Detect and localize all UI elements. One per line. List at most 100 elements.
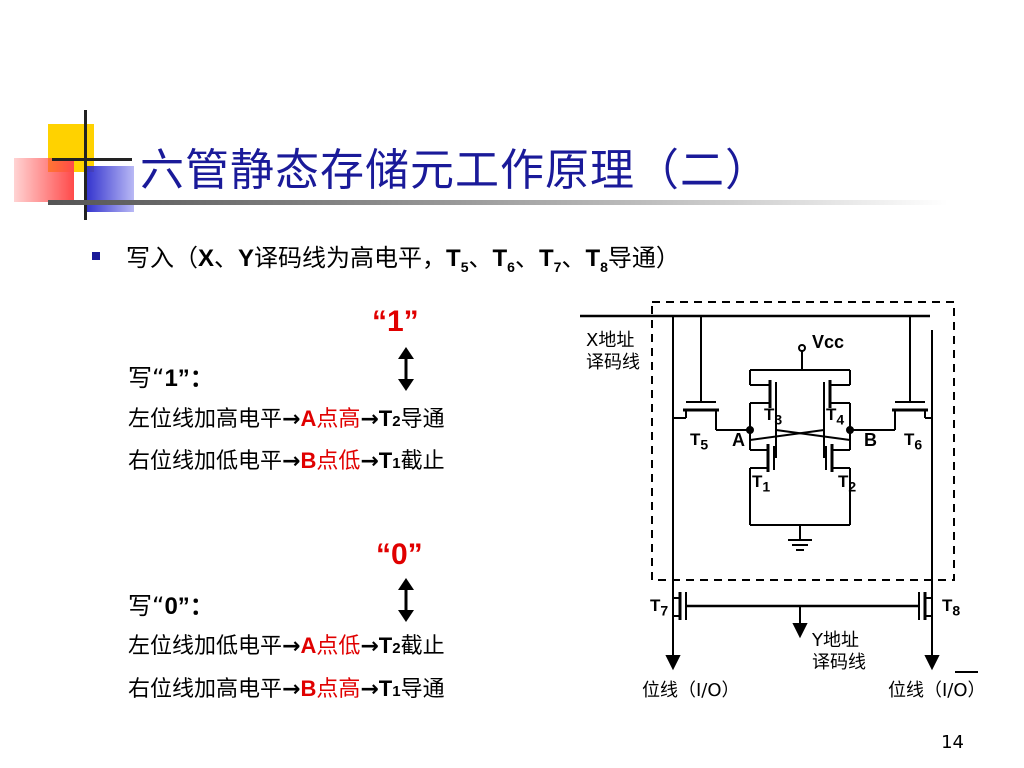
right-arrow-icon: →: [360, 407, 379, 432]
node-b-label: B: [864, 430, 877, 450]
title-decoration: [0, 100, 140, 230]
node-state: 点低: [316, 449, 361, 474]
x-decode-line1: X地址: [586, 330, 635, 351]
write0-double-arrow-icon: [398, 578, 414, 622]
bullet-t6: T: [492, 245, 508, 272]
right-arrow-icon: →: [360, 449, 379, 474]
transistor-result: 导通: [400, 677, 445, 702]
line-prefix: 右位线加高电平: [128, 677, 283, 702]
write1-line2: 右位线加低电平→B点低→T1截止: [128, 443, 445, 475]
bullet-sep: 、: [214, 244, 239, 272]
t5-label: T5: [690, 430, 708, 452]
transistor-label: T: [378, 633, 393, 658]
bullet-text-mid: 译码线为高电平，: [254, 244, 447, 272]
write1-line1: 左位线加高电平→A点高→T2导通: [128, 401, 445, 433]
deco-blue-square: [84, 166, 134, 212]
bullet-sep: 、: [468, 244, 493, 272]
bullet-y: Y: [238, 245, 255, 272]
write1-big-label: “1”: [372, 305, 419, 338]
transistor-result: 导通: [400, 407, 445, 432]
x-decode-line2: 译码线: [586, 352, 640, 373]
y-decode-label: Y地址 译码线: [812, 630, 866, 674]
t1-label: T1: [752, 472, 770, 494]
bitline-left-label: 位线（I/O）: [642, 680, 740, 701]
bullet-sep: 、: [561, 244, 586, 272]
t2-label: T2: [838, 472, 856, 494]
node-state: 点低: [316, 634, 361, 659]
t7-letter: T: [650, 596, 661, 615]
t7-label: T7: [650, 596, 668, 618]
node-point: A: [300, 633, 317, 658]
write0-line1: 左位线加低电平→A点低→T2截止: [128, 628, 445, 660]
t8-letter: T: [942, 596, 953, 615]
right-arrow-icon: →: [360, 677, 379, 702]
right-arrow-icon: →: [282, 677, 301, 702]
node-point: B: [300, 448, 317, 473]
y-decode-line2: 译码线: [812, 652, 866, 673]
line-prefix: 右位线加低电平: [128, 449, 283, 474]
bullet-text-pre: 写入（: [126, 244, 198, 272]
y-decode-line1: Y地址: [812, 630, 859, 651]
write0-big-label: “0”: [376, 538, 423, 571]
title-underline: [48, 200, 948, 205]
t1-sub: 1: [762, 478, 771, 495]
t6-sub: 6: [914, 436, 923, 453]
bullet-x: X: [198, 245, 215, 272]
t8-label: T8: [942, 596, 960, 618]
transistor-result: 截止: [400, 634, 445, 659]
deco-vertical-line: [84, 110, 87, 220]
bitline-right-pre: 位线（: [888, 680, 942, 701]
t6-letter: T: [904, 430, 915, 449]
right-arrow-icon: →: [360, 634, 379, 659]
write1-heading-pre: 写“: [128, 364, 165, 392]
bitline-right-post: ）: [967, 680, 986, 701]
node-point: A: [300, 406, 317, 431]
transistor-sub: 1: [392, 683, 401, 700]
bullet-t5: T: [446, 245, 461, 272]
page-number: 14: [941, 732, 964, 753]
t4-letter: T: [826, 405, 837, 424]
bullet-write-condition: 写入（X、Y译码线为高电平，T5、T6、T7、T8导通）: [92, 238, 680, 275]
t2-sub: 2: [848, 478, 857, 495]
vcc-label: Vcc: [812, 332, 845, 352]
t4-label: T4: [826, 405, 844, 427]
t5-sub: 5: [700, 436, 709, 453]
node-state: 点高: [316, 677, 361, 702]
t8-sub: 8: [952, 602, 961, 619]
t7-sub: 7: [660, 602, 669, 619]
write1-heading-val: 1: [164, 365, 178, 392]
write1-double-arrow-icon: [398, 347, 414, 391]
node-state: 点高: [316, 407, 361, 432]
bullet-t7: T: [538, 245, 554, 272]
slide-title: 六管静态存储元工作原理（二）: [140, 145, 770, 196]
t3-label: T3: [764, 405, 782, 427]
bullet-text-post: 导通）: [607, 244, 680, 272]
x-decode-label: X地址 译码线: [586, 330, 640, 374]
node-point: B: [300, 676, 317, 701]
transistor-label: T: [378, 676, 393, 701]
transistor-sub: 2: [392, 640, 401, 657]
line-prefix: 左位线加高电平: [128, 407, 283, 432]
bitline-right-io: I/O: [942, 680, 968, 701]
t4-sub: 4: [836, 411, 845, 428]
t3-sub: 3: [774, 411, 783, 428]
deco-red-square: [14, 158, 74, 202]
write0-line2: 右位线加高电平→B点高→T1导通: [128, 671, 445, 703]
transistor-sub: 2: [392, 413, 401, 430]
deco-horizontal-line: [52, 158, 132, 161]
t2-letter: T: [838, 472, 849, 491]
bitline-right-label: 位线（I/O）: [888, 676, 986, 702]
bullet-t6-sub: 6: [507, 258, 515, 275]
node-a-label: A: [732, 430, 745, 450]
transistor-label: T: [378, 406, 393, 431]
t1-letter: T: [752, 472, 763, 491]
t5-letter: T: [690, 430, 701, 449]
right-arrow-icon: →: [282, 634, 301, 659]
transistor-label: T: [378, 448, 393, 473]
bullet-t8-sub: 8: [600, 258, 608, 275]
write0-heading: 写“0”：: [128, 586, 214, 621]
right-arrow-icon: →: [282, 407, 301, 432]
bullet-t7-sub: 7: [553, 258, 562, 275]
write0-heading-val: 0: [164, 593, 178, 620]
cell-dashed-boundary: [651, 301, 955, 581]
